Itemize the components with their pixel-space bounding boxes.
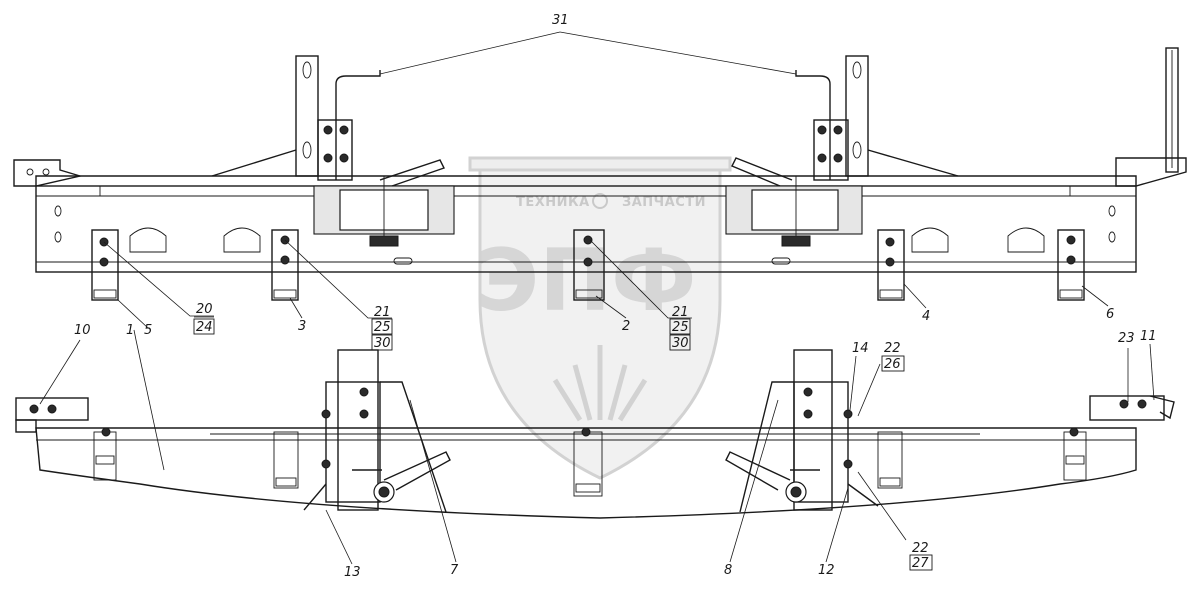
upper-assembly [13,47,1187,301]
upper-tow-boxes [313,157,863,247]
callout-31: 31 [552,13,569,28]
callout-1: 1 [126,323,134,338]
callout-25-right: 25 [672,320,689,335]
callout-25-left: 25 [374,320,391,335]
callout-26: 26 [884,357,901,372]
watermark-left-word: ТЕХНИКА [516,195,590,210]
right-vertical-strip [1165,47,1179,173]
lower-left-post [303,349,451,513]
left-lower-bracket [15,397,89,421]
lower-hanging-brackets [93,427,1087,497]
callout-8: 8 [724,563,732,578]
upper-beam [35,185,1137,273]
callout-14: 14 [852,341,869,356]
callout-4: 4 [922,309,930,324]
callout-21-left: 21 [374,305,391,320]
callout-20: 20 [196,302,213,317]
callout-30-left: 30 [374,336,391,351]
callout-30-right: 30 [672,336,689,351]
right-end-bracket [1115,157,1187,187]
callout-2: 2 [622,319,630,334]
watermark-right-word: ЗАПЧАСТИ [622,195,706,210]
callout-27: 27 [912,556,929,571]
callout-3: 3 [298,319,306,334]
lower-beam [35,427,1137,519]
wheat-icon [552,345,648,422]
callout-12: 12 [818,563,835,578]
callout-22-lower: 22 [912,541,929,556]
callout-7: 7 [450,563,459,578]
right-lower-bracket [1089,395,1165,421]
gear-icon [592,193,608,209]
callout-23: 23 [1118,331,1135,346]
callouts: 31 20 24 1 5 3 21 25 30 2 21 25 30 4 6 1… [74,13,1157,580]
lower-assembly [15,349,1175,519]
callout-24: 24 [196,320,213,335]
callout-6: 6 [1106,307,1114,322]
watermark-monogram: ЭПФ [476,231,696,331]
callout-22-upper: 22 [884,341,901,356]
leader-lines [39,31,1155,565]
lower-right-post [725,349,879,513]
watermark-logo: ТЕХНИКА ЗАПЧАСТИ ЭПФ [468,156,732,480]
callout-10: 10 [74,323,91,338]
callout-5: 5 [144,323,152,338]
upper-posts [211,55,959,181]
left-end-bracket [13,159,83,187]
callout-11: 11 [1140,329,1157,344]
callout-13: 13 [344,565,361,580]
callout-21-right: 21 [672,305,689,320]
beam-holes [54,205,1116,265]
